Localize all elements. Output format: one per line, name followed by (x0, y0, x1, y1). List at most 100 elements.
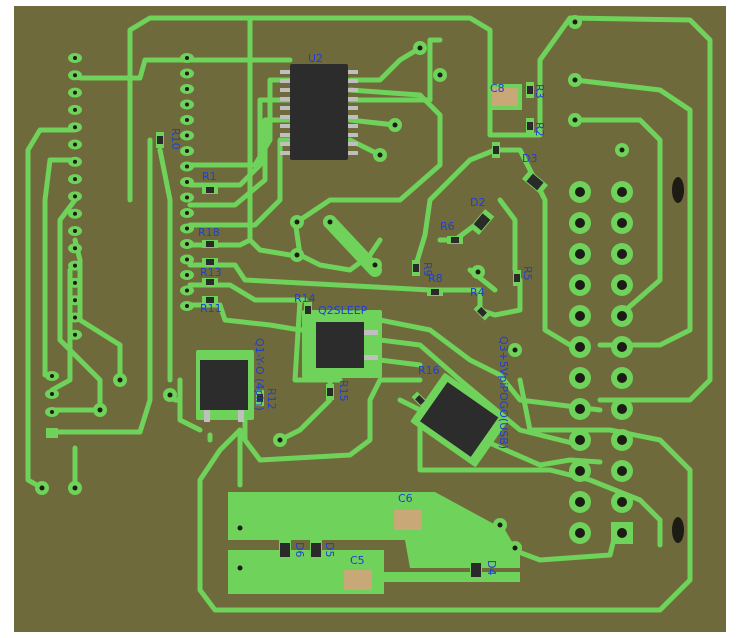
q1-body (200, 360, 248, 410)
diode-d5 (310, 538, 322, 562)
label-r5: R5 (521, 266, 534, 281)
header-pin-hole (185, 149, 189, 153)
silkscreen-labels: U2 C8 R3 R2 R10 R1 D3 D2 R6 R18 R9 R8 R5… (169, 52, 546, 575)
header-pin-hole (185, 242, 189, 246)
q1-pin (204, 410, 210, 422)
diode-d5-body (311, 543, 321, 557)
resistor-via-r-body (493, 146, 499, 154)
label-q3: Q3+5VpiPOGO(USB) (497, 336, 510, 449)
label-c8: C8 (490, 82, 505, 95)
header-pin-hole (185, 273, 189, 277)
ic-u2-pin (344, 88, 358, 92)
header-pin-hole (617, 187, 627, 197)
header-pin-hole (185, 226, 189, 231)
resistor-r9-array-body (206, 259, 214, 265)
resistor-r10-body (157, 136, 163, 144)
via-hole (512, 545, 518, 551)
label-c6: C6 (398, 492, 413, 505)
header-pin-hole (185, 164, 189, 169)
ic-u2-pin (280, 79, 294, 83)
header-left-b (180, 53, 194, 311)
resistor-r1-body (206, 187, 214, 193)
resistor-r12-body (257, 394, 263, 402)
resistor-r6 (447, 236, 463, 244)
label-q2: Q2SLEEP (318, 304, 368, 317)
resistor-r16-body (415, 395, 425, 405)
via-hole (327, 219, 333, 225)
label-q1: Q1-Y-O (4pin) (253, 338, 266, 411)
ground-pour (228, 492, 520, 568)
header-pin-hole (73, 90, 77, 95)
header-pin-hole (575, 249, 585, 259)
header-pin-hole (73, 229, 77, 233)
label-r9: R9 (421, 262, 434, 277)
header-pin-hole (185, 56, 189, 60)
header-pin-hole (575, 528, 585, 538)
vias (35, 15, 629, 575)
header-pin-hole (185, 102, 189, 107)
resistor-r11 (202, 296, 218, 304)
resistor-r14-body (305, 306, 311, 314)
label-r18: R18 (198, 226, 220, 239)
resistor-r3 (526, 82, 534, 98)
via-hole (572, 117, 578, 123)
ic-u2-pin (280, 133, 294, 137)
transistor-q2 (302, 310, 382, 378)
header-pin-hole (575, 342, 585, 352)
header-pin-hole (185, 257, 189, 262)
q1-pin (238, 410, 244, 422)
ic-u2-pin (344, 115, 358, 119)
ic-u2-pin (280, 70, 294, 74)
header-pin-hole (73, 246, 77, 251)
resistor-r3-body (527, 86, 533, 94)
header-pin-hole (617, 342, 627, 352)
header-square-pad (46, 428, 58, 438)
resistor-r6-body (451, 237, 459, 243)
resistor-r15-body (327, 388, 333, 396)
resistor-r9 (412, 260, 420, 276)
label-r15: R15 (337, 380, 350, 402)
header-left-a (68, 53, 82, 340)
header-pin-hole (73, 332, 77, 337)
header-pin-hole (73, 298, 77, 303)
resistor-via-r (492, 142, 500, 158)
via-hole (417, 45, 423, 51)
label-r11: R11 (200, 302, 222, 315)
ic-u2-pin (280, 124, 294, 128)
via-hole (572, 77, 578, 83)
header-pin-hole (575, 404, 585, 414)
smd-components (156, 82, 549, 582)
header-pin-hole (73, 177, 77, 182)
via-hole (117, 377, 123, 383)
resistor-r9-body (413, 264, 419, 272)
resistor-r13 (202, 278, 218, 286)
label-c5: C5 (350, 554, 365, 567)
header-pin-hole (617, 497, 627, 507)
header-pin-hole (617, 404, 627, 414)
c5-body (344, 570, 372, 590)
ic-u2-pin (344, 97, 358, 101)
via-hole (97, 407, 103, 413)
ic-u2-pin (344, 124, 358, 128)
diode-d6-body (280, 543, 290, 557)
label-r14: R14 (294, 292, 316, 305)
via-hole (475, 269, 481, 275)
via-hole (237, 565, 243, 571)
header-pin-hole (575, 187, 585, 197)
copper-pours (228, 492, 520, 594)
resistor-r2-body (527, 122, 533, 130)
label-d6: D6 (293, 542, 306, 557)
via-hole (237, 525, 243, 531)
resistor-r8-body (431, 289, 439, 295)
capacitors (336, 84, 522, 592)
resistor-r11-body (206, 297, 214, 303)
header-pin-hole (185, 133, 189, 138)
ic-u2-pin (280, 115, 294, 119)
diode-d6 (279, 538, 291, 562)
header-pin-hole (73, 263, 77, 268)
header-pin-hole (73, 142, 77, 147)
resistor-r16 (411, 391, 429, 409)
ic-u2-pin (280, 142, 294, 146)
header-pin-hole (185, 195, 189, 200)
header-pin-hole (73, 159, 77, 164)
